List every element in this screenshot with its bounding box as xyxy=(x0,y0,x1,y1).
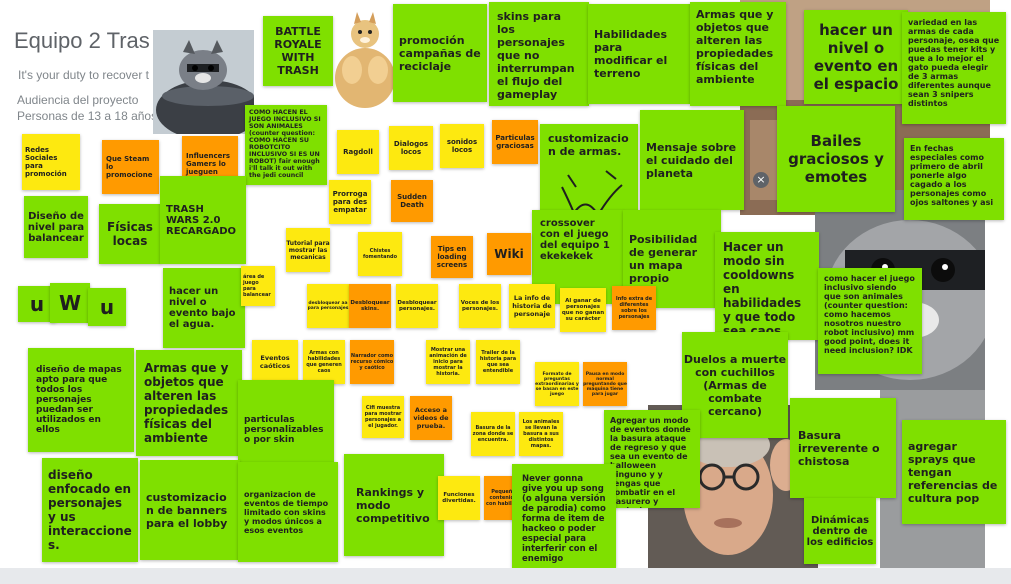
sticky-note[interactable]: Armas que y objetos que alteren las prop… xyxy=(690,2,786,106)
sticky-note[interactable]: Redes Sociales para promoción xyxy=(22,134,80,190)
sticky-note[interactable]: Prorroga para des empatar xyxy=(329,180,371,224)
sticky-note[interactable]: promoción campañas de reciclaje xyxy=(393,4,487,102)
sticky-note[interactable]: hacer un nivel o evento bajo el agua. xyxy=(163,268,245,348)
sticky-note[interactable]: agregar sprays que tengan referencias de… xyxy=(902,420,1006,524)
sticky-note[interactable]: skins para los personajes que no interru… xyxy=(489,2,589,106)
sticky-note[interactable]: como hacer el juego inclusivo siendo que… xyxy=(818,268,922,374)
sticky-note[interactable]: Dinámicas dentro de los edificios xyxy=(804,498,876,564)
sticky-note[interactable]: Físicas locas xyxy=(99,204,161,264)
sticky-note[interactable]: Rankings y modo competitivo xyxy=(344,454,444,556)
sticky-note[interactable]: Info extra de diferentes sobre los perso… xyxy=(612,286,656,330)
sticky-note[interactable]: Basura de la zona donde se encuentra. xyxy=(471,412,515,456)
sticky-note[interactable]: hacer un nivel o evento en el espacio xyxy=(804,10,908,104)
audience-line: Audiencia del proyecto xyxy=(17,93,139,107)
sticky-note[interactable]: Trailer de la historia para que sea ente… xyxy=(476,340,520,384)
sticky-note[interactable]: Desbloquear skins. xyxy=(349,284,391,328)
sticky-note[interactable]: Particulas graciosas xyxy=(492,120,538,164)
buff-doge-image[interactable] xyxy=(330,8,400,110)
buff-doge-drawing xyxy=(330,8,400,110)
sticky-note[interactable]: Mensaje sobre el cuidado del planeta xyxy=(640,110,744,210)
audience-line: Personas de 13 a 18 años xyxy=(17,109,158,123)
hand-drawn-doodle xyxy=(561,170,623,217)
sticky-note[interactable]: BATTLE ROYALE WITH TRASH xyxy=(263,16,333,86)
sticky-note[interactable]: customizacion de armas. xyxy=(540,124,638,218)
sticky-note[interactable]: Diseño de nivel para balancear xyxy=(24,196,88,258)
sticky-note[interactable]: Acceso a videos de prueba. xyxy=(410,396,452,440)
sticky-note[interactable]: Que Steam lo promocione xyxy=(102,140,159,194)
sticky-note[interactable]: Formato de preguntas extraordinarias y s… xyxy=(535,362,579,406)
sticky-note[interactable]: Hacer un modo sin cooldowns en habilidad… xyxy=(715,232,819,340)
sticky-note[interactable]: Never gonna give you up song (o alguna v… xyxy=(512,464,616,568)
sticky-note[interactable]: Agregar un modo de eventos donde la basu… xyxy=(604,410,700,508)
sticky-note[interactable]: Basura irreverente o chistosa xyxy=(790,398,896,498)
bottom-scrollbar[interactable] xyxy=(0,568,1011,584)
sticky-note[interactable]: Tips en loading screens xyxy=(431,236,473,278)
sticky-note[interactable]: En fechas especiales como primero de abr… xyxy=(904,138,1004,220)
sticky-note[interactable]: Pausa en modo normal preguntando que máq… xyxy=(583,362,627,406)
sticky-note[interactable]: Tutorial para mostrar las mecanicas xyxy=(286,228,330,272)
sticky-note[interactable]: COMO HACEN EL JUEGO INCLUSIVO SI SON ANI… xyxy=(245,105,327,185)
sticky-note[interactable]: sonidos locos xyxy=(440,124,484,168)
sticky-note[interactable]: Wiki xyxy=(487,233,531,275)
sticky-note[interactable]: Funciones divertidas. xyxy=(438,476,480,520)
board-subtitle: It's your duty to recover t xyxy=(18,68,150,82)
sticky-note[interactable]: TRASH WARS 2.0 RECARGADO xyxy=(160,176,246,264)
sticky-note[interactable]: Armas con habilidades que generen caos xyxy=(303,340,345,384)
sticky-note[interactable]: La info de historia de personaje xyxy=(509,284,555,328)
close-icon[interactable]: × xyxy=(753,172,769,188)
sticky-note[interactable]: Habilidades para modificar el terreno xyxy=(588,4,690,104)
sticky-note[interactable]: Al ganar de personajes que no ganan su c… xyxy=(560,288,606,332)
sticky-note[interactable]: diseño de mapas apto para que todos los … xyxy=(28,348,134,452)
sticky-note[interactable]: organizacion de eventos de tiempo limita… xyxy=(238,462,338,562)
sticky-note[interactable]: desbloquear aa para personajes xyxy=(307,284,349,328)
sticky-note[interactable]: Narrador como recurso cómico y caótico xyxy=(350,340,394,384)
sticky-note[interactable]: Dialogos locos xyxy=(389,126,433,170)
sticky-note[interactable]: Los animales se llevan la basura a sus d… xyxy=(519,412,563,456)
sticky-note[interactable]: Desbloquear personajes. xyxy=(396,284,438,328)
raccoon-trashcan-image xyxy=(153,30,254,134)
sticky-note[interactable]: Chistes fomentando xyxy=(358,232,402,276)
sticky-note[interactable]: Eventos caóticos xyxy=(252,340,298,384)
sticky-note[interactable]: variedad en las armas de cada personaje,… xyxy=(902,12,1006,124)
board-audience: Audiencia del proyecto Personas de 13 a … xyxy=(17,92,157,124)
sticky-note[interactable]: área de juego para balancear xyxy=(241,266,275,306)
uwu-letter-3[interactable]: u xyxy=(88,288,126,326)
sticky-note[interactable]: customizacion de banners para el lobby xyxy=(140,460,240,560)
sticky-note[interactable]: Cifi muestra para mostrar personajes a e… xyxy=(362,396,404,438)
uwu-letter-2[interactable]: W xyxy=(50,283,90,323)
raccoon-trashcan-photo[interactable] xyxy=(153,30,254,134)
sticky-note[interactable]: Posibilidad de generar un mapa propio xyxy=(623,210,721,308)
board-title: Equipo 2 Tras xyxy=(14,28,150,53)
sticky-note[interactable]: Mostrar una animación de inicio para mos… xyxy=(426,340,470,384)
uwu-letter-1[interactable]: u xyxy=(18,286,56,322)
sticky-note[interactable]: Ragdoll xyxy=(337,130,379,174)
sticky-note[interactable]: Bailes graciosos y emotes xyxy=(777,106,895,212)
sticky-note[interactable]: Armas que y objetos que alteren las prop… xyxy=(136,350,242,456)
sticky-note[interactable]: Sudden Death xyxy=(391,180,433,222)
sticky-note[interactable]: diseño enfocado en personajes y us inter… xyxy=(42,458,138,562)
sticky-note[interactable]: Voces de los personajes. xyxy=(459,284,501,328)
